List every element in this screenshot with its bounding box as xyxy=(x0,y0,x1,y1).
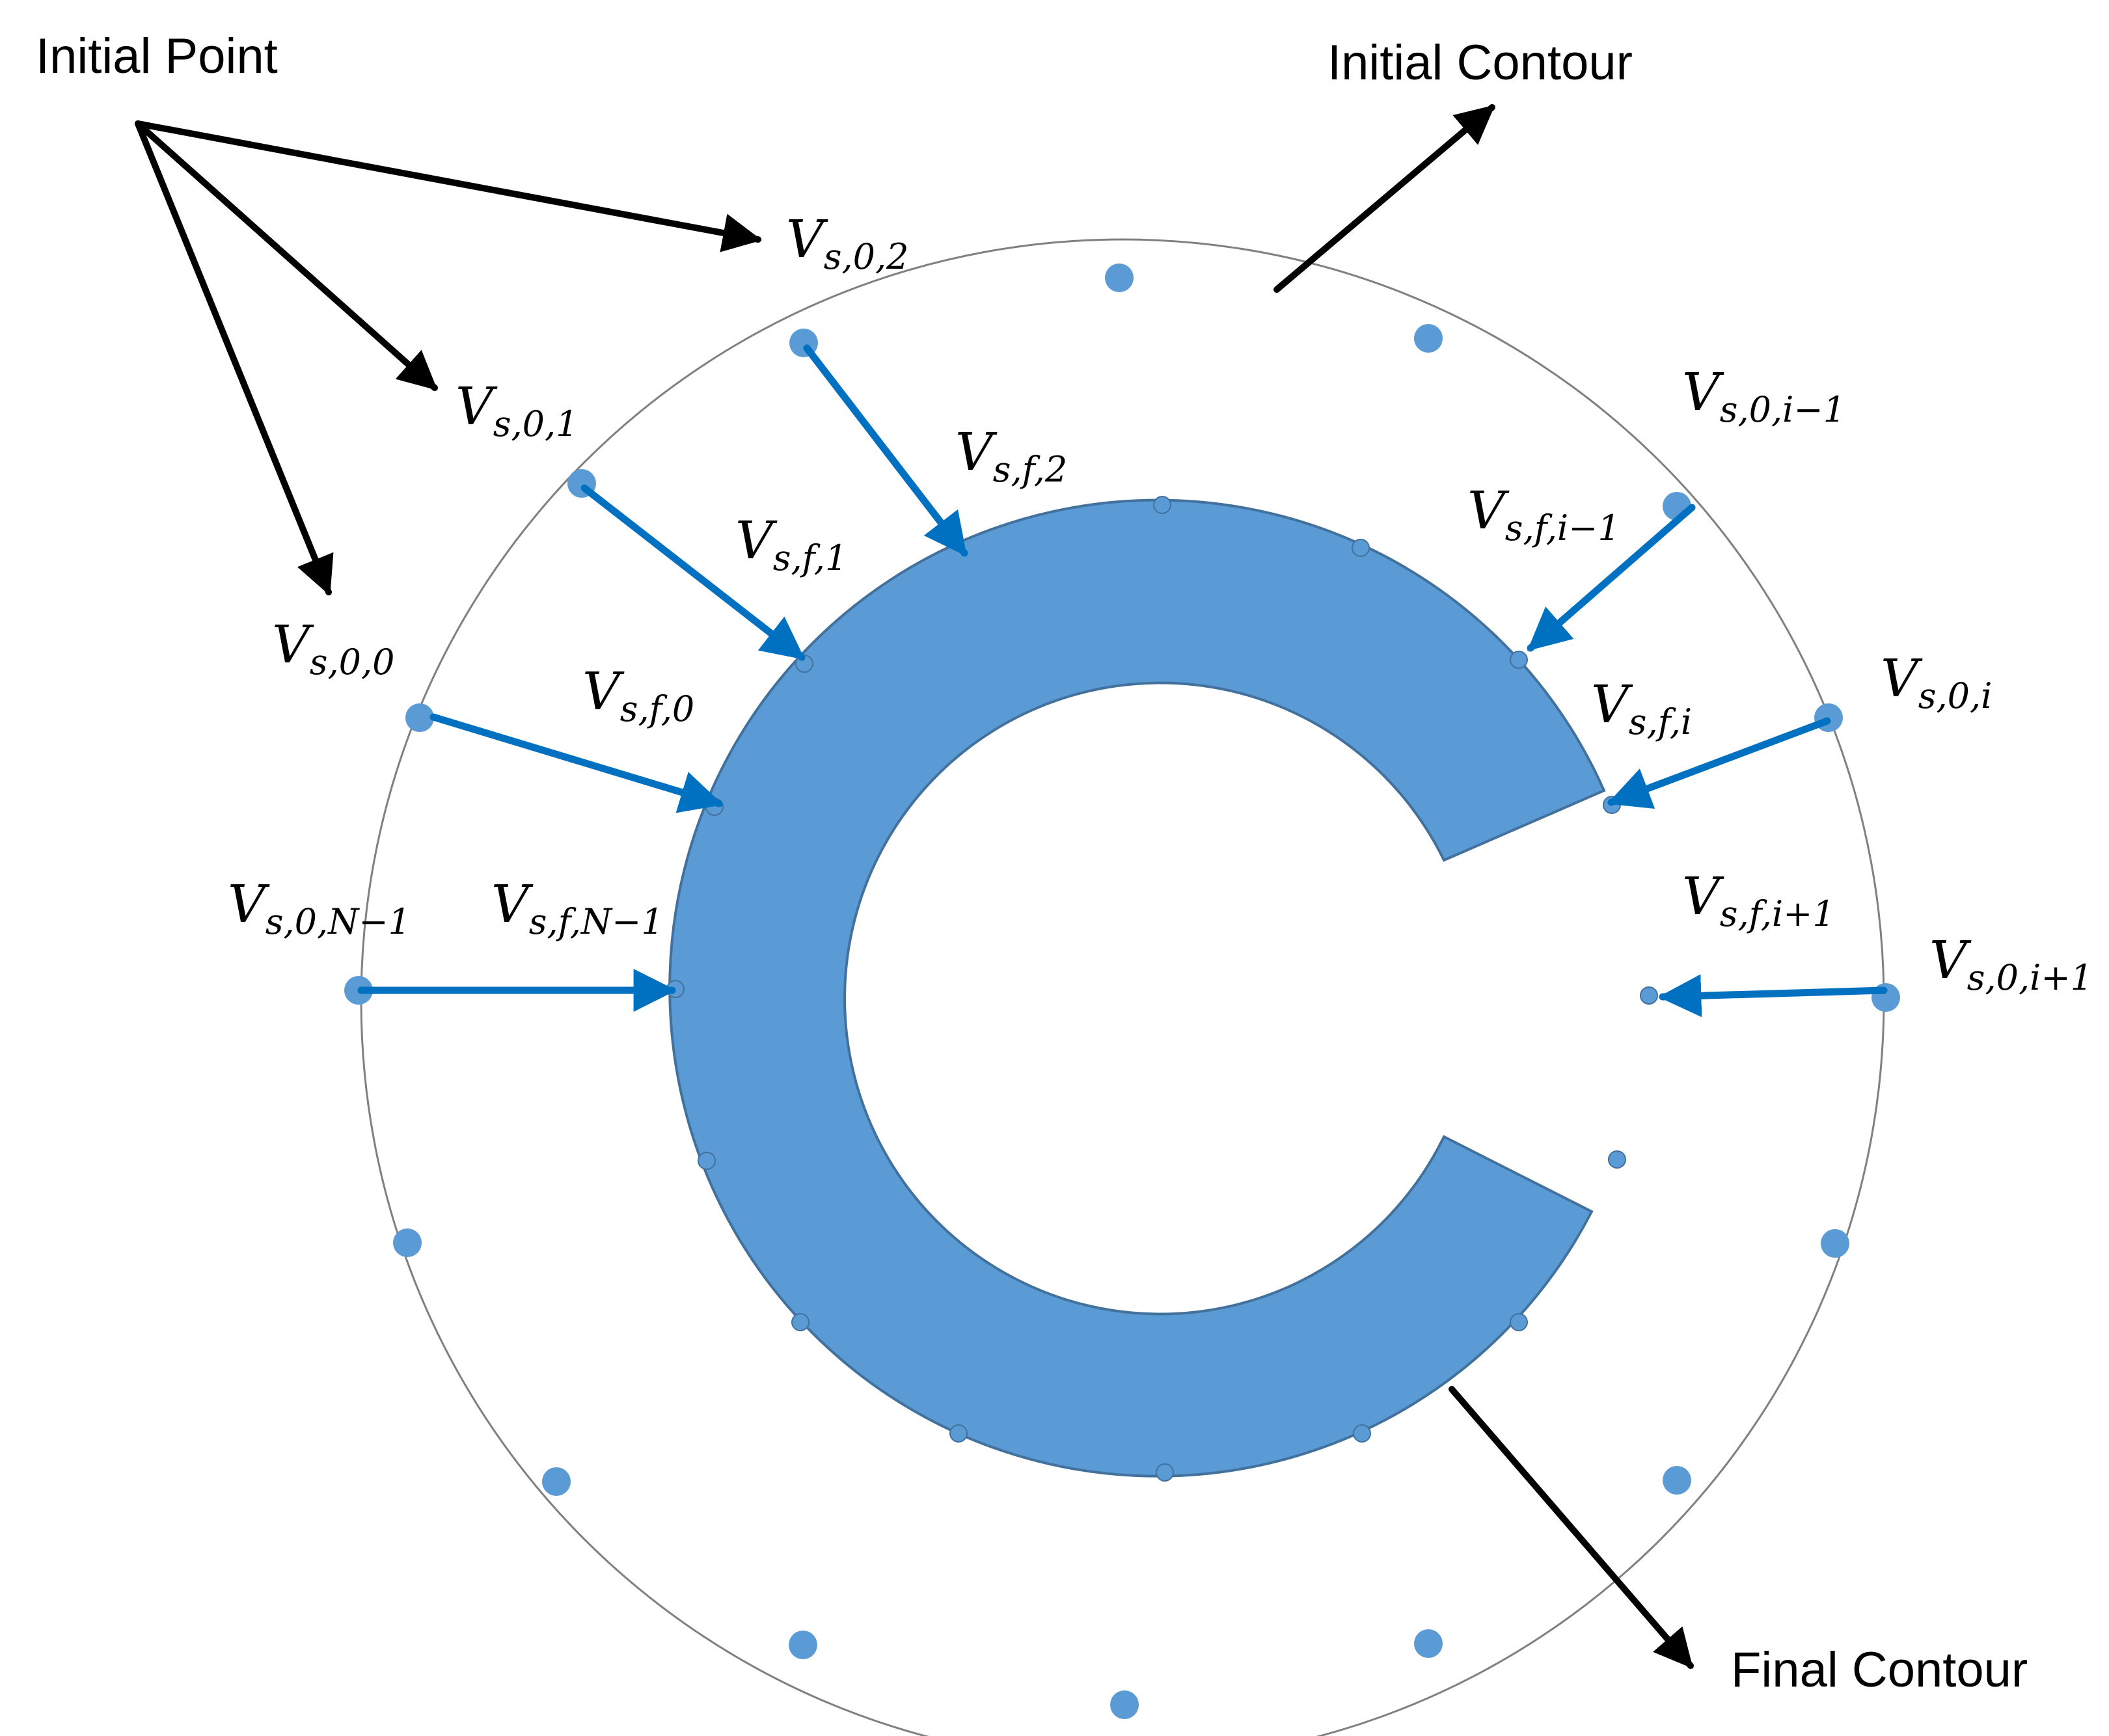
initial-point xyxy=(789,1631,817,1659)
initial-contour-arrow xyxy=(1273,104,1495,293)
final-point xyxy=(1353,1424,1371,1443)
label-v-s-f-1: Vs,f,1 xyxy=(735,510,847,578)
initial-point xyxy=(1414,324,1443,353)
evolution-arrows xyxy=(357,344,1888,1018)
final-point xyxy=(949,1424,968,1443)
annotation-arrows xyxy=(135,104,1694,1669)
final-contour-ring xyxy=(668,498,1606,1478)
final-point xyxy=(1352,539,1370,557)
initial-point-arrow-2 xyxy=(135,120,762,252)
arrow-v-i+1 xyxy=(1658,974,1888,1018)
label-v-s-0-i+1: Vs,0,i+1 xyxy=(1929,930,2093,998)
initial-point xyxy=(542,1467,571,1496)
final-point xyxy=(1608,1150,1626,1169)
label-v-s-0-0: Vs,0,0 xyxy=(272,614,395,683)
label-v-s-f-i+1: Vs,f,i+1 xyxy=(1682,866,1835,934)
final-point xyxy=(1510,1313,1528,1331)
initial-point xyxy=(1105,264,1134,292)
final-point xyxy=(1640,986,1658,1005)
initial-point-caption: Initial Point xyxy=(36,29,278,84)
label-v-s-0-i-1: Vs,0,i−1 xyxy=(1682,362,1845,430)
final-contour-arrow xyxy=(1449,1386,1694,1669)
final-point xyxy=(1510,651,1528,669)
initial-point-arrow-1 xyxy=(135,120,438,391)
initial-point xyxy=(1110,1690,1139,1719)
initial-point xyxy=(393,1228,422,1257)
initial-point xyxy=(1821,1229,1849,1258)
arrow-v-1 xyxy=(580,484,806,661)
label-v-s-f-i: Vs,f,i xyxy=(1591,674,1692,742)
label-v-s-f-i-1: Vs,f,i−1 xyxy=(1467,480,1620,549)
initial-point xyxy=(1414,1629,1443,1658)
final-point xyxy=(1153,496,1171,514)
initial-contour-caption: Initial Contour xyxy=(1327,35,1633,90)
label-v-s-0-1: Vs,0,1 xyxy=(456,376,578,444)
arrow-v-i xyxy=(1607,717,1831,809)
initial-point xyxy=(405,703,434,732)
arrow-v-i-1 xyxy=(1527,504,1696,652)
initial-point-arrow-0 xyxy=(135,120,334,596)
label-v-s-f-n-1: Vs,f,N−1 xyxy=(491,874,664,942)
final-point xyxy=(698,1152,716,1170)
final-point xyxy=(791,1313,810,1331)
label-v-s-0-i: Vs,0,i xyxy=(1881,648,1992,716)
label-v-s-f-0: Vs,f,0 xyxy=(582,661,694,729)
final-point xyxy=(1156,1463,1174,1482)
initial-point xyxy=(1663,1466,1691,1495)
label-v-s-0-2: Vs,0,2 xyxy=(786,209,909,277)
label-v-s-0-n-1: Vs,0,N−1 xyxy=(228,874,411,942)
label-v-s-f-2: Vs,f,2 xyxy=(955,422,1067,490)
arrow-v-2 xyxy=(803,344,968,557)
final-contour-caption: Final Contour xyxy=(1731,1642,2028,1698)
arrow-v-0 xyxy=(429,713,724,813)
